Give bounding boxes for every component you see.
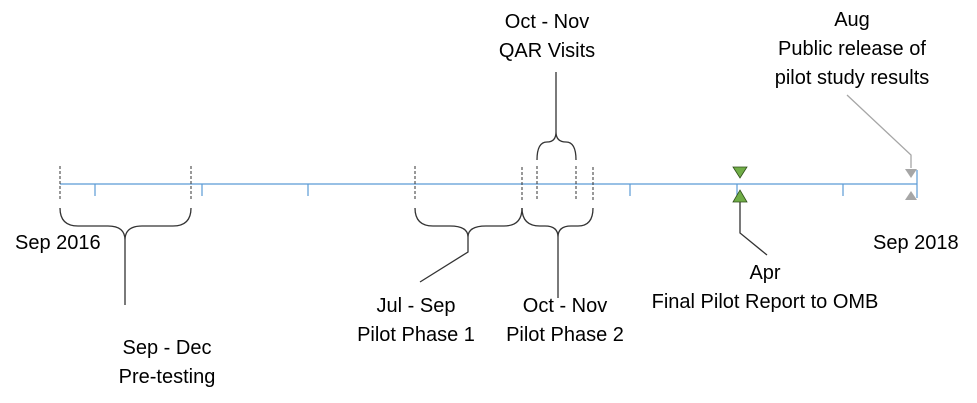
qar-label: Oct - Nov QAR Visits bbox=[499, 8, 595, 66]
pretesting-dates: Sep - Dec bbox=[122, 337, 212, 359]
release-name-line1: Public release of bbox=[778, 38, 926, 60]
pretesting-name: Pre-testing bbox=[118, 366, 216, 388]
release-label: Aug Public release of pilot study result… bbox=[775, 6, 930, 93]
release-leader bbox=[846, 94, 912, 168]
pilot2-dates: Oct - Nov bbox=[522, 295, 608, 317]
pretesting-label: Sep - Dec Pre-testing bbox=[119, 334, 216, 392]
report-name: Final Pilot Report to OMB bbox=[651, 291, 879, 313]
report-label: Apr Final Pilot Report to OMB bbox=[652, 259, 879, 317]
pilot1-brace bbox=[414, 207, 523, 283]
qar-name: QAR Visits bbox=[498, 40, 596, 62]
report-milestone-down-icon bbox=[732, 166, 748, 179]
release-marker-down-icon bbox=[905, 169, 917, 178]
release-name-line2: pilot study results bbox=[774, 67, 930, 89]
qar-brace bbox=[536, 72, 577, 161]
qar-dates: Oct - Nov bbox=[504, 11, 590, 33]
end-date-label: Sep 2018 bbox=[873, 232, 959, 254]
release-dates: Aug bbox=[834, 9, 870, 31]
pilot1-dates: Jul - Sep bbox=[376, 295, 456, 317]
report-leader bbox=[739, 202, 768, 256]
pilot1-label: Jul - Sep Pilot Phase 1 bbox=[357, 292, 475, 350]
start-date-label: Sep 2016 bbox=[15, 232, 101, 254]
month-ticks bbox=[94, 170, 918, 198]
pilot2-brace bbox=[521, 207, 594, 298]
report-dates: Apr bbox=[749, 262, 781, 284]
pretesting-brace bbox=[59, 207, 192, 305]
report-milestone-up-icon bbox=[732, 189, 748, 203]
pilot2-label: Oct - Nov Pilot Phase 2 bbox=[506, 292, 624, 350]
period-boundaries bbox=[59, 166, 594, 201]
pilot1-name: Pilot Phase 1 bbox=[357, 324, 475, 346]
pilot2-name: Pilot Phase 2 bbox=[506, 324, 624, 346]
release-marker-up-icon bbox=[905, 191, 917, 200]
